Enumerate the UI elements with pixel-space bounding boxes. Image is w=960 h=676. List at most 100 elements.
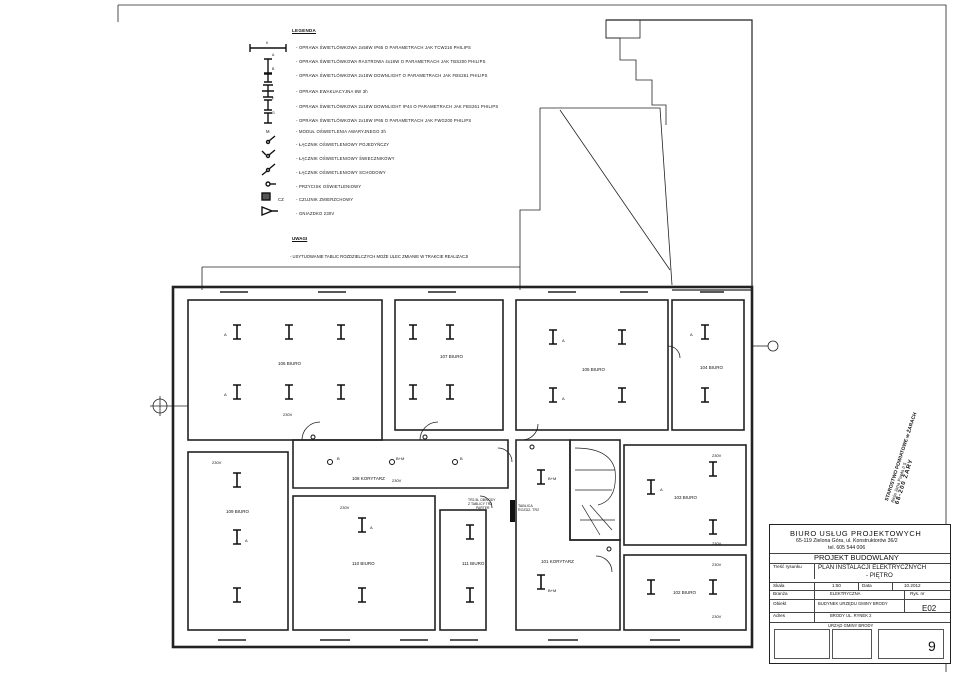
staircase-walls bbox=[569, 439, 621, 541]
branch-label: Branża bbox=[773, 591, 788, 596]
room-107-walls bbox=[394, 299, 504, 431]
sheet-number: 9 bbox=[928, 638, 936, 654]
room-104-walls bbox=[671, 299, 745, 431]
company-name: BIURO USŁUG PROJEKTOWYCH bbox=[790, 529, 922, 538]
building-outline bbox=[171, 285, 754, 649]
legend-text: - CZUJNIK ZMIERZCHOWY bbox=[296, 197, 354, 202]
legend-code: M bbox=[266, 129, 270, 134]
room-109-walls bbox=[187, 451, 289, 631]
fixture-label: A bbox=[690, 332, 693, 337]
drawing-label: Treść rysunku bbox=[773, 564, 802, 569]
annex-steps bbox=[605, 20, 667, 125]
fixture-label: A bbox=[370, 525, 373, 530]
drawing-no-label: Rys. nr bbox=[910, 591, 925, 596]
legend-row: - ŁĄCZNIK OŚWIETLENIOWY ŚWIECZNIKOWY bbox=[236, 153, 576, 165]
tr-note-line: TR2-5L OBWODY bbox=[468, 498, 496, 502]
fixture-label: A bbox=[562, 396, 565, 401]
room-label: 103 BIURO bbox=[674, 495, 698, 500]
corridor-108-walls bbox=[292, 439, 509, 489]
notes-text: - USYTUOWANIE TABLIC ROZDZIELCZYCH MOŻE … bbox=[290, 254, 469, 259]
fixture-label: A bbox=[224, 332, 227, 337]
drawing-title-2: - PIĘTRO bbox=[866, 572, 893, 579]
door-swings bbox=[301, 345, 681, 573]
annex-outline bbox=[606, 19, 753, 291]
drawing-number: E02 bbox=[922, 604, 937, 613]
room-label: 110 BIURO bbox=[352, 561, 375, 566]
object-value: BUDYNEK URZĘDU GMINY BRODY bbox=[818, 601, 888, 606]
address-label: Adres bbox=[773, 613, 786, 618]
socket-label: 230V bbox=[392, 478, 402, 483]
socket-label: 230V bbox=[212, 460, 222, 465]
socket-label: 230V bbox=[340, 505, 350, 510]
legend-text: - OPRAWA ŚWIETLÓWKOWA RASTROWA 4x18W O P… bbox=[296, 59, 486, 64]
legend-row: - ŁĄCZNIK OŚWIETLENIOWY SCHODOWY bbox=[236, 167, 576, 179]
room-111-walls bbox=[439, 509, 487, 631]
room-106-walls bbox=[187, 299, 383, 441]
legend-text: - MODUŁ OŚWIETLENIA AWARYJNEGO 3h bbox=[296, 129, 386, 134]
legend-row: - ŁĄCZNIK OŚWIETLENIOWY POJEDYŃCZY bbox=[236, 139, 576, 151]
tr-note: TR2-5L OBWODY Z TABLICY TR2 PARTER bbox=[468, 498, 496, 510]
investor-value: URZĄD GMINY BRODY bbox=[828, 623, 874, 628]
downlights bbox=[310, 434, 612, 552]
switchboard-tr2 bbox=[510, 500, 515, 522]
signature-stamp bbox=[774, 629, 830, 659]
legend-row: - GNIAZDKO 230V bbox=[236, 208, 576, 220]
legend-row: CZ - CZUJNIK ZMIERZCHOWY bbox=[236, 194, 576, 206]
company-phone: tel. 605 544 006 bbox=[828, 545, 866, 551]
socket-label: 230V bbox=[712, 614, 722, 619]
legend-text: - OPRAWA ŚWIETLÓWKOWA 2x18W DOWNLIGHT IP… bbox=[296, 104, 499, 109]
roof-slope bbox=[540, 107, 673, 286]
legend-row: B - OPRAWA ŚWIETLÓWKOWA 2x18W DOWNLIGHT … bbox=[236, 67, 576, 80]
fixture-label: B bbox=[460, 456, 463, 461]
legend-text: - OPRAWA ŚWIETLÓWKOWA 2x18W IP65 O PARAM… bbox=[296, 118, 472, 123]
legend-text: - ŁĄCZNIK OŚWIETLENIOWY SCHODOWY bbox=[296, 170, 386, 175]
room-label: 102 BIURO bbox=[673, 590, 697, 595]
legend-row: F - OPRAWA ŚWIETLÓWKOWA 2x18W DOWNLIGHT … bbox=[236, 97, 576, 110]
room-105-walls bbox=[515, 299, 669, 431]
fixture-label: A bbox=[660, 487, 663, 492]
tr-note-line: PARTER bbox=[476, 506, 490, 511]
annex-left-edge bbox=[519, 108, 541, 290]
fixture-label: B+M bbox=[548, 588, 557, 593]
fixtures bbox=[233, 324, 717, 603]
legend-text: - ŁĄCZNIK OŚWIETLENIOWY POJEDYŃCZY bbox=[296, 142, 390, 147]
fixture-label: A bbox=[562, 338, 565, 343]
legend-code: F bbox=[272, 97, 275, 101]
room-label: 107 BIURO bbox=[440, 354, 464, 359]
legend-row: - PRZYCISK OŚWIETLENIOWY bbox=[236, 181, 576, 193]
drawing-title-1: PLAN INSTALACJI ELEKTRYCZNYCH bbox=[818, 564, 927, 571]
legend-text: - PRZYCISK OŚWIETLENIOWY bbox=[296, 184, 362, 189]
approval-stamp bbox=[832, 629, 872, 659]
date-label: Data bbox=[862, 583, 872, 588]
legend-code: K bbox=[266, 41, 269, 45]
legend-text: - ŁĄCZNIK OŚWIETLENIOWY ŚWIECZNIKOWY bbox=[296, 156, 395, 161]
room-label: 105 BIURO bbox=[582, 367, 606, 372]
legend-text: - OPRAWA ŚWIETLÓWKOWA 2x58W IP65 O PARAM… bbox=[296, 45, 472, 50]
legend-code: A bbox=[272, 53, 275, 57]
socket-label: 230V bbox=[712, 453, 722, 458]
address-value: BRODY UL. RYNEK 2 bbox=[830, 613, 872, 618]
roof-slope-inner bbox=[559, 109, 671, 271]
license-stamp bbox=[878, 629, 944, 659]
tr-note-line: Z TABLICY TR2 bbox=[468, 502, 493, 507]
axis-marker-right bbox=[767, 340, 779, 352]
project-type: PROJEKT BUDOWLANY bbox=[814, 553, 899, 562]
sheet-frame bbox=[118, 4, 947, 672]
legend-row: K - OPRAWA ŚWIETLÓWKOWA 2x58W IP65 O PAR… bbox=[236, 41, 576, 54]
legend-text: - OPRAWA ŚWIETLÓWKOWA 2x18W DOWNLIGHT O … bbox=[296, 73, 488, 78]
room-label: 108 KORYTARZ bbox=[352, 476, 385, 481]
axis-marker bbox=[150, 396, 188, 416]
legend: LEGENDA K - OPRAWA ŚWIETLÓWKOWA 2x58W IP… bbox=[236, 28, 576, 268]
company-address: 65-119 Zielona Góra, ul. Konstruktorów 3… bbox=[796, 538, 898, 544]
legend-code: CZ bbox=[278, 197, 284, 202]
object-label: Obiekt bbox=[773, 601, 787, 606]
scale-value: 1:50 bbox=[832, 583, 841, 588]
fixture-label: B+M bbox=[396, 456, 405, 461]
socket-label: 230V bbox=[712, 541, 722, 546]
annex-top-box bbox=[605, 19, 641, 39]
fixture-label: B bbox=[337, 456, 340, 461]
switchboard-label: TABLICA ROZDZ. TR2 bbox=[518, 504, 540, 513]
legend-text: - OPRAWA EWAKUACYJNA 8W 3h bbox=[296, 89, 368, 94]
